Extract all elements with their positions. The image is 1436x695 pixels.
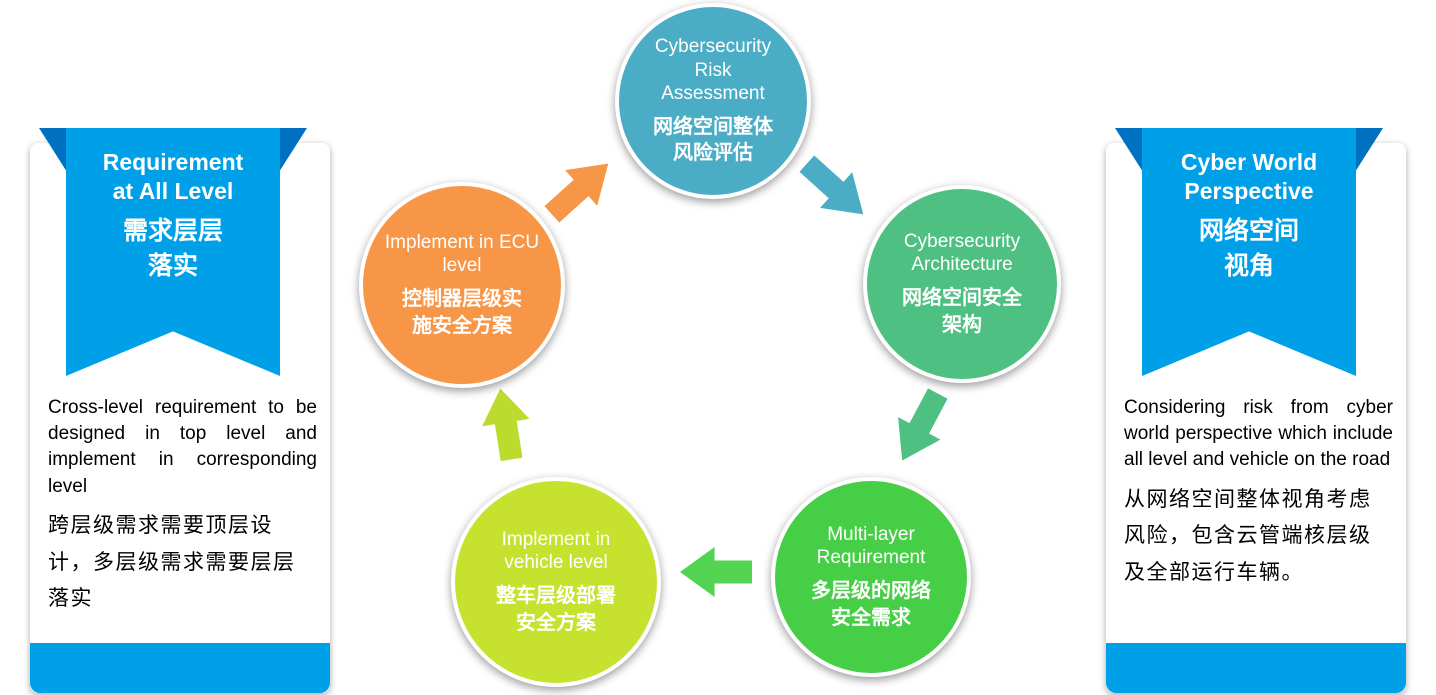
right-banner-ribbon: Cyber World Perspective 网络空间 视角	[1142, 128, 1356, 376]
cycle-node-architecture: Cybersecurity Architecture 网络空间安全架构	[863, 185, 1061, 383]
node-label-en: Implement in vehicle level	[501, 528, 611, 574]
right-banner-body-zh: 从网络空间整体视角考虑风险，包含云管端核层级及全部运行车辆。	[1124, 487, 1372, 585]
left-ribbon-title-en-line2: at All Level	[112, 177, 234, 204]
arrow-multilayer-to-vehicle-icon	[680, 547, 752, 597]
left-ribbon-title-zh-line2: 落实	[147, 251, 198, 280]
node-label-en: Multi-layer Requirement	[816, 523, 926, 569]
right-ribbon-title-en-line1: Cyber World	[1180, 149, 1318, 175]
right-banner-footer-bar	[1106, 643, 1406, 693]
cycle-node-risk-assessment: Cybersecurity Risk Assessment 网络空间整体风险评估	[615, 3, 811, 199]
node-label-en: Cybersecurity Architecture	[903, 230, 1021, 276]
cycle-node-ecu-level: Implement in ECU level 控制器层级实施安全方案	[359, 182, 565, 388]
node-label-zh: 多层级的网络安全需求	[811, 580, 931, 629]
arrow-ecu-to-risk-icon	[536, 146, 625, 233]
cycle-node-vehicle-level: Implement in vehicle level 整车层级部署安全方案	[451, 477, 661, 687]
arrow-risk-to-architecture-icon	[791, 146, 880, 233]
right-banner-body-en: Considering risk from cyber world perspe…	[1124, 397, 1393, 471]
left-banner-body-en: Cross-level requirement to be designed i…	[48, 397, 317, 497]
node-label-en: Implement in ECU level	[384, 231, 540, 277]
right-ribbon-title-zh-line2: 视角	[1223, 251, 1274, 280]
node-label-zh: 网络空间安全架构	[902, 287, 1022, 336]
node-label-zh: 控制器层级实施安全方案	[402, 288, 522, 337]
right-ribbon-title-en-line2: Perspective	[1184, 177, 1314, 204]
left-ribbon-title-zh-line1: 需求层层	[122, 216, 223, 245]
right-ribbon-title-zh-line1: 网络空间	[1198, 216, 1299, 245]
left-banner-body: Cross-level requirement to be designed i…	[48, 395, 317, 618]
left-banner-body-zh: 跨层级需求需要顶层设计，多层级需求需要层层落实	[48, 513, 296, 611]
right-banner-body: Considering risk from cyber world perspe…	[1124, 395, 1393, 592]
arrow-architecture-to-multilayer-icon	[881, 382, 959, 472]
node-label-zh: 整车层级部署安全方案	[496, 585, 616, 634]
node-label-en: Cybersecurity Risk Assessment	[654, 36, 772, 104]
left-ribbon-title-en-line1: Requirement	[102, 149, 244, 175]
node-label-zh: 网络空间整体风险评估	[653, 115, 773, 165]
arrow-vehicle-to-ecu-icon	[477, 385, 536, 464]
left-banner-footer-bar	[30, 643, 330, 693]
cycle-node-multi-layer-requirement: Multi-layer Requirement 多层级的网络安全需求	[771, 477, 971, 677]
